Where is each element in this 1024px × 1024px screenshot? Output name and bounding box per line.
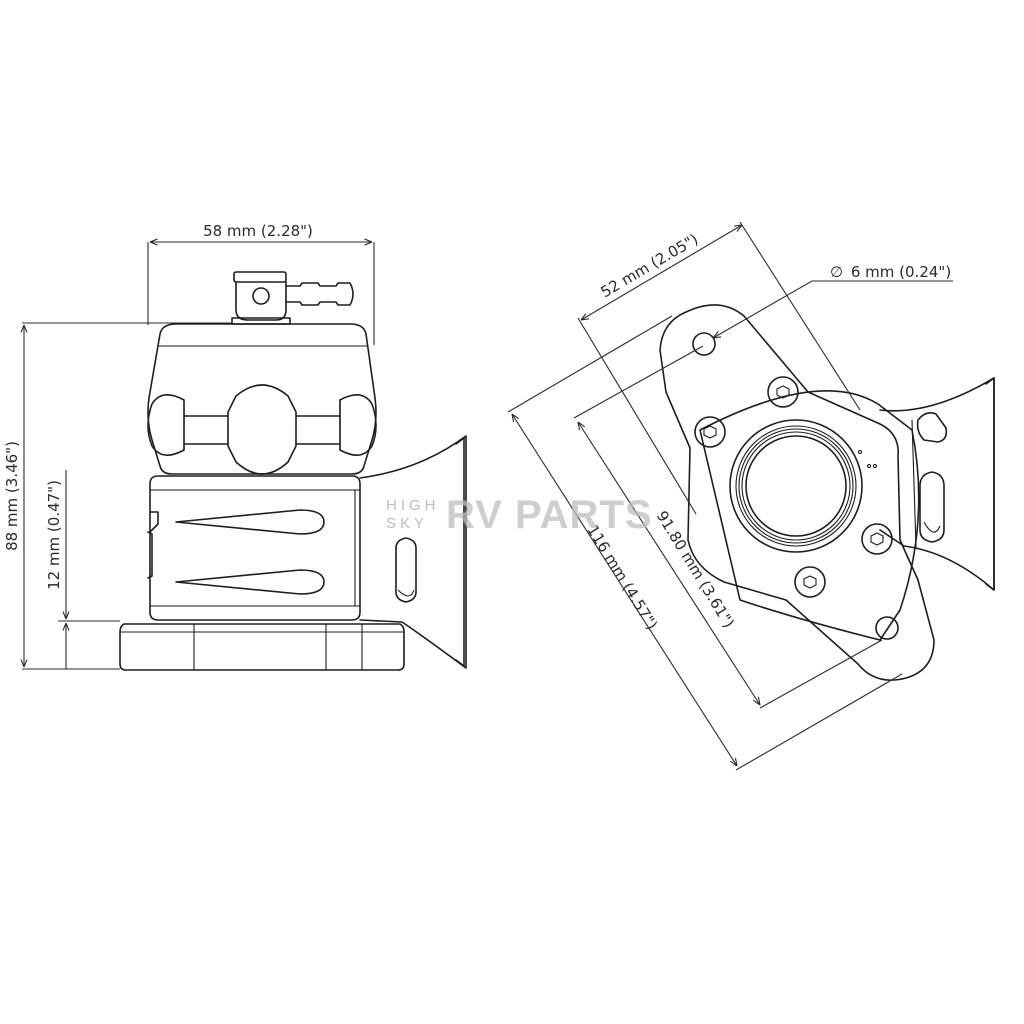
central-port bbox=[729, 419, 878, 553]
vacuum-fitting bbox=[231, 271, 354, 325]
spacing-dimension-line bbox=[581, 225, 742, 320]
outlet-horn-rotated bbox=[879, 377, 995, 591]
diameter-leader bbox=[713, 280, 953, 338]
bolt-right bbox=[861, 523, 893, 555]
mounting-flange-plate bbox=[659, 304, 935, 681]
width-dimension-label: 58 mm (2.28") bbox=[203, 222, 313, 240]
watermark-brand: RV PARTS bbox=[446, 493, 653, 537]
watermark-logo: HIGH SKY RV PARTS bbox=[386, 493, 653, 537]
length-dimension-label: 116 mm (4.57") bbox=[583, 522, 661, 633]
outlet-horn bbox=[359, 435, 467, 669]
diameter-value: 6 mm (0.24") bbox=[851, 263, 951, 281]
mounting-hole-top bbox=[692, 332, 716, 356]
bolt-bottom bbox=[794, 566, 826, 598]
hole-pitch-dimension-label: 91.80 mm (3.61") bbox=[653, 508, 738, 631]
height-dimension-label: 88 mm (3.46") bbox=[3, 441, 21, 551]
mounting-hole-bottom bbox=[875, 616, 899, 640]
watermark-line1: HIGH bbox=[386, 497, 440, 514]
spacing-dimension-label: 52 mm (2.05") bbox=[598, 230, 702, 301]
diameter-symbol: ∅ bbox=[830, 263, 843, 281]
top-cap bbox=[147, 323, 377, 475]
valve-body bbox=[147, 475, 361, 621]
side-view: 58 mm (2.28") 88 mm (3.46") 12 mm (0.47"… bbox=[3, 222, 467, 671]
base-flange bbox=[119, 623, 405, 671]
flange-dimension-label: 12 mm (0.47") bbox=[45, 480, 63, 590]
bolt-top bbox=[767, 376, 799, 408]
watermark-line2: SKY bbox=[386, 515, 428, 532]
diameter-label: ∅ 6 mm (0.24") bbox=[830, 263, 951, 281]
bolt-left bbox=[694, 416, 726, 448]
length-dimension-line bbox=[512, 414, 737, 766]
